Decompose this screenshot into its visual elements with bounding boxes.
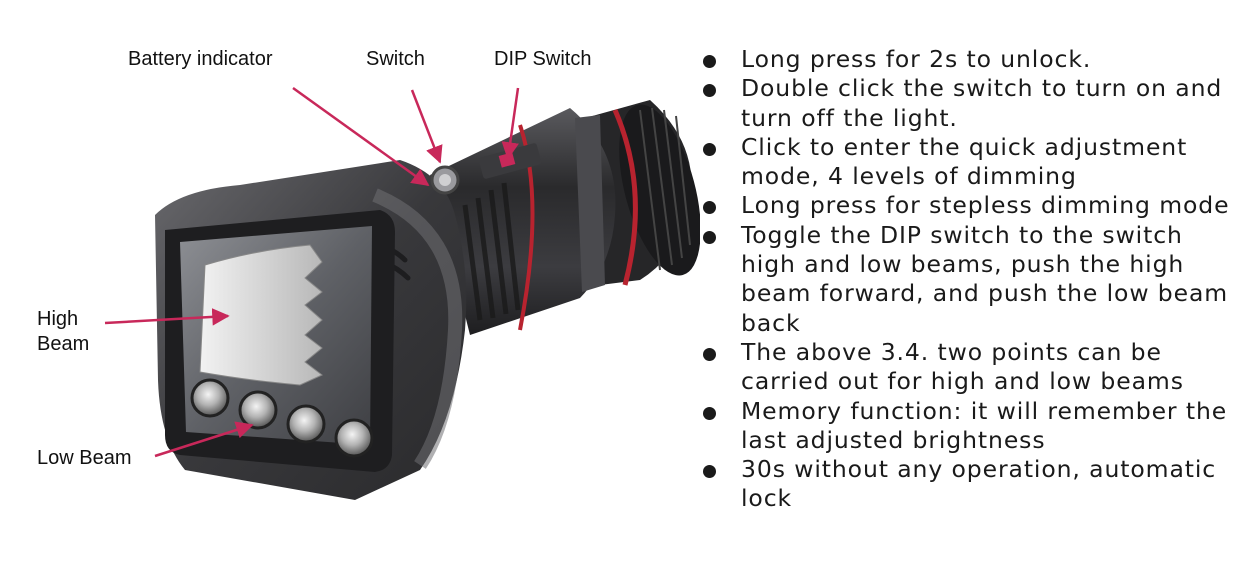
arrow-switch — [410, 89, 443, 164]
low-beam-leds — [190, 378, 374, 458]
switch-label: Switch — [366, 48, 425, 70]
bullet-icon — [703, 201, 716, 215]
bullet-icon — [703, 55, 716, 68]
low-beam-label: Low Beam — [37, 447, 132, 469]
feature-list: Long press for 2s to unlock. Double clic… — [700, 45, 1230, 514]
feature-item: Double click the switch to turn on and t… — [700, 74, 1230, 133]
feature-item: Long press for stepless dimming mode — [700, 191, 1230, 220]
flashlight-illustration — [104, 86, 700, 500]
arrow-high-beam — [104, 308, 230, 326]
feature-item: Long press for 2s to unlock. — [700, 45, 1230, 74]
high-beam-label-line2: Beam — [37, 333, 90, 355]
annotation-arrows — [104, 86, 520, 458]
body-tube — [430, 108, 616, 335]
feature-item: Memory function: it will remember the la… — [700, 397, 1230, 456]
arrow-battery-indicator — [292, 86, 430, 187]
bullet-icon — [703, 465, 716, 479]
led-4 — [334, 418, 374, 458]
bullet-icon — [703, 347, 716, 361]
front-lens — [165, 210, 395, 472]
bullet-icon — [703, 142, 716, 156]
arrow-low-beam — [154, 421, 254, 458]
feature-item: 30s without any operation, automatic loc… — [700, 455, 1230, 514]
bullet-icon — [703, 406, 716, 420]
bullet-icon — [703, 84, 716, 98]
feature-item: Click to enter the quick adjustment mode… — [700, 133, 1230, 192]
high-beam-reflector — [199, 244, 323, 386]
high-beam-label: High Beam — [37, 307, 89, 357]
arrow-dip-switch — [501, 87, 520, 160]
battery-indicator-label: Battery indicator — [128, 48, 273, 70]
dip-switch-label: DIP Switch — [494, 48, 592, 70]
led-2 — [238, 390, 278, 430]
bullet-icon — [703, 230, 716, 244]
led-1 — [190, 378, 230, 418]
feature-item: The above 3.4. two points can be carried… — [700, 338, 1230, 397]
high-beam-label-line1: High — [37, 308, 79, 330]
feature-item: Toggle the DIP switch to the switch high… — [700, 221, 1230, 338]
led-3 — [286, 404, 326, 444]
